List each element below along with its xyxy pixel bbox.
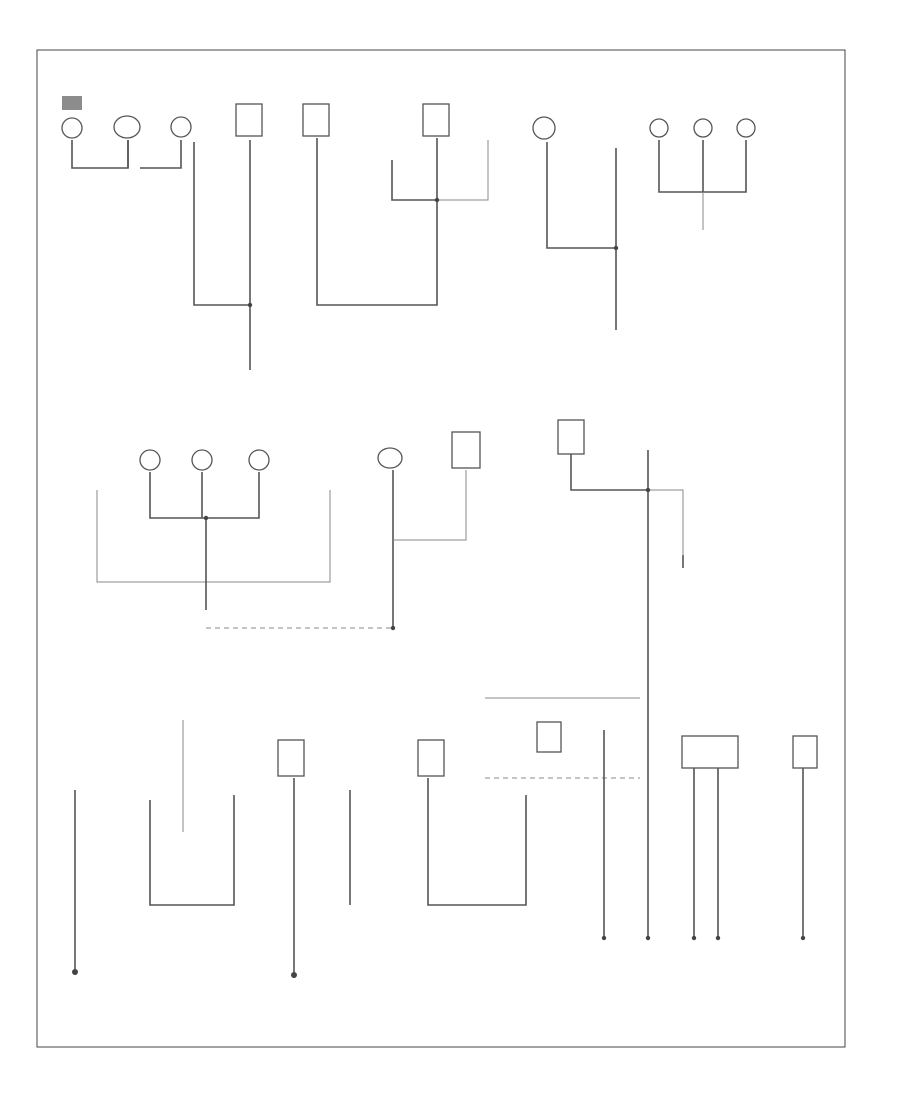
lamp-4 bbox=[532, 116, 556, 140]
wire bbox=[693, 768, 719, 940]
wire bbox=[316, 138, 438, 306]
lamp-10 bbox=[248, 449, 270, 471]
wire bbox=[193, 140, 251, 306]
wire bbox=[71, 140, 129, 169]
diagram-frame bbox=[36, 49, 846, 1048]
module-6 bbox=[536, 721, 562, 753]
bottom-component-group bbox=[72, 697, 818, 978]
module-8 bbox=[417, 739, 445, 777]
wire bbox=[570, 450, 649, 491]
lamp-2 bbox=[113, 115, 141, 139]
lamp-8 bbox=[139, 449, 161, 471]
wire bbox=[149, 795, 235, 906]
wire bbox=[648, 489, 684, 565]
wire bbox=[658, 140, 747, 193]
wire bbox=[427, 778, 527, 906]
module-3 bbox=[422, 103, 450, 137]
lamp-1 bbox=[61, 96, 83, 139]
module-7 bbox=[277, 739, 305, 777]
wire bbox=[546, 142, 617, 249]
module-9 bbox=[681, 735, 739, 769]
lamp-11 bbox=[377, 447, 403, 469]
module-4 bbox=[451, 431, 481, 469]
lamp-9 bbox=[191, 449, 213, 471]
lamp-6 bbox=[693, 118, 713, 138]
module-10 bbox=[792, 735, 818, 769]
top-left-lamp-group bbox=[61, 96, 489, 370]
wire bbox=[96, 490, 331, 583]
lamp-5 bbox=[649, 118, 669, 138]
wire bbox=[393, 470, 467, 541]
top-right-lamp-group bbox=[532, 116, 756, 330]
module-2 bbox=[302, 103, 330, 137]
wire bbox=[127, 140, 182, 169]
wire bbox=[391, 160, 437, 201]
lamp-3 bbox=[170, 116, 192, 138]
middle-right-group bbox=[557, 419, 684, 940]
middle-left-lamp-group bbox=[96, 431, 481, 631]
wire bbox=[437, 140, 489, 201]
wire bbox=[149, 472, 260, 519]
module-5 bbox=[557, 419, 585, 455]
module-1 bbox=[235, 103, 263, 137]
lamp-7 bbox=[736, 118, 756, 138]
